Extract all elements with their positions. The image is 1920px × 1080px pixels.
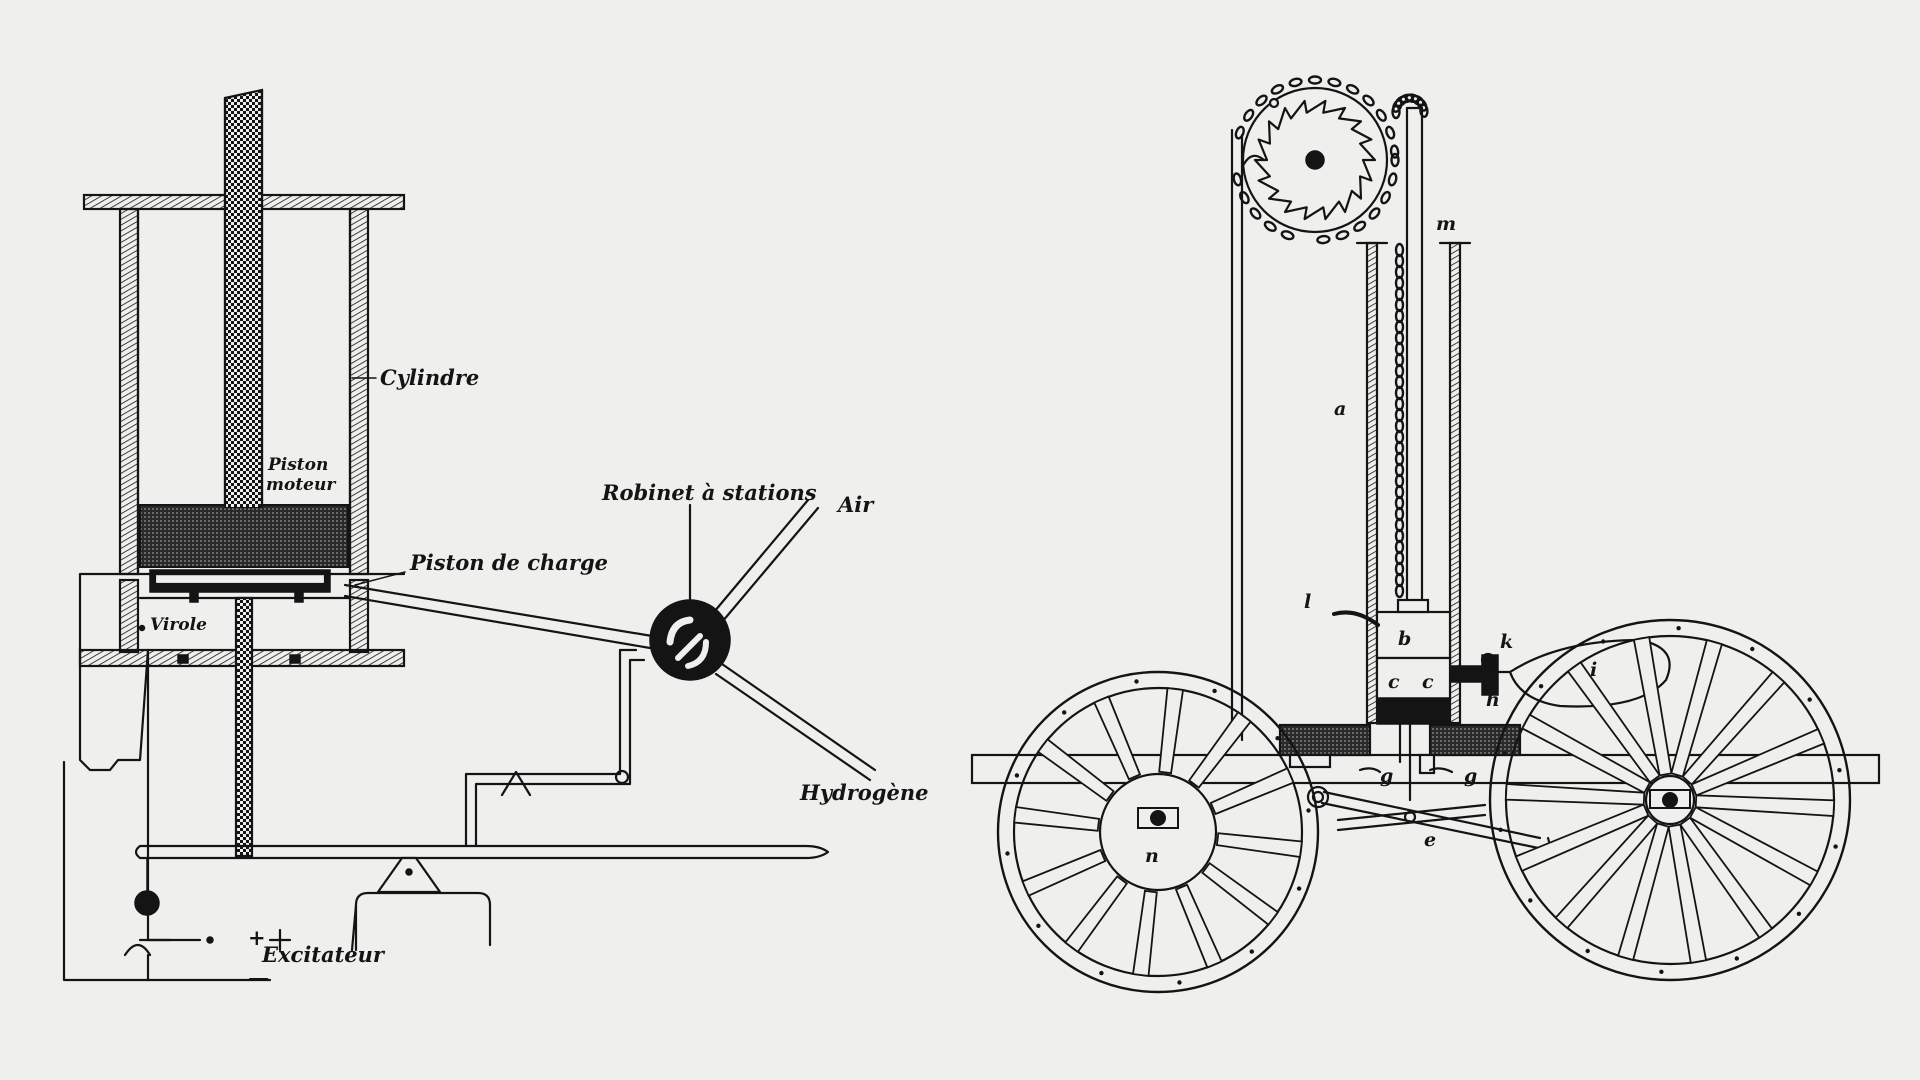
- label-i: i: [1590, 659, 1597, 681]
- label-c-right: c: [1422, 671, 1434, 693]
- label-cylinder: Cylindre: [380, 365, 479, 390]
- engine-labels: Cylindre Piston moteur Piston de charge …: [150, 365, 928, 990]
- wheel: [996, 670, 1320, 994]
- label-g-right: g: [1464, 765, 1477, 787]
- label-ferrule: Virole: [150, 615, 207, 635]
- label-charge-piston: Piston de charge: [409, 550, 608, 575]
- vehicle-labels: a b c c e g g h i k l m n: [1145, 213, 1597, 867]
- label-air: Air: [836, 492, 875, 517]
- feed-pipe: [343, 583, 654, 650]
- label-n: n: [1145, 845, 1159, 867]
- label-l: l: [1304, 591, 1311, 613]
- label-motor-piston-line1: Piston: [267, 455, 328, 475]
- rope: [1230, 128, 1244, 742]
- label-e: e: [1424, 829, 1436, 851]
- label-motor-piston-line2: moteur: [266, 475, 336, 495]
- label-c-left: c: [1388, 671, 1400, 693]
- ratchet-wheel: [1241, 86, 1389, 234]
- chain: [1232, 75, 1429, 599]
- guide-tube: [1355, 106, 1472, 725]
- wheel: [1488, 618, 1852, 982]
- label-station-valve: Robinet à stations: [601, 480, 817, 505]
- screw-rod: [177, 596, 301, 858]
- label-a: a: [1334, 398, 1346, 420]
- label-minus: —: [248, 965, 269, 990]
- label-exciter: Excitateur: [261, 942, 386, 967]
- wheels: [996, 618, 1852, 994]
- label-k: k: [1500, 631, 1513, 653]
- label-h: h: [1486, 689, 1500, 711]
- vehicle-diagram: [970, 75, 1881, 994]
- crank-levers: [1306, 785, 1554, 854]
- exciter-circuit: [123, 928, 292, 982]
- label-m: m: [1436, 213, 1456, 235]
- label-plus: +: [248, 925, 266, 950]
- piston-block: [1332, 598, 1452, 725]
- lever: [134, 844, 830, 952]
- linkage: [464, 648, 646, 848]
- engine-diagram: [62, 88, 877, 982]
- station-valve: [649, 503, 731, 681]
- air-pipe: [712, 498, 820, 624]
- hydrogen-pipe: [714, 662, 877, 782]
- label-b: b: [1398, 628, 1411, 650]
- motor-piston: [139, 88, 349, 568]
- label-hydrogen: Hydrogène: [799, 780, 928, 805]
- label-g-left: g: [1380, 765, 1393, 787]
